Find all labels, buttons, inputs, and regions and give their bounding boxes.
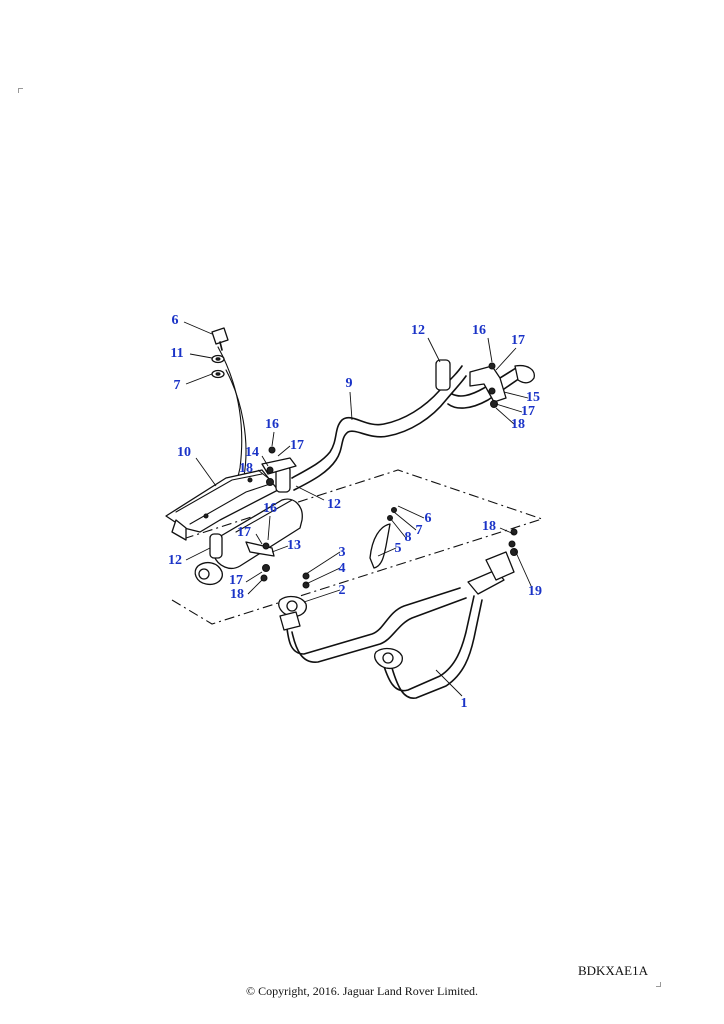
callout-5: 5	[395, 541, 402, 556]
callout-17: 17	[511, 333, 525, 348]
callout-9: 9	[346, 376, 353, 391]
bolt-16-rear	[488, 362, 496, 370]
rear-mounting-bracket-15	[469, 365, 507, 403]
callout-6: 6	[172, 313, 179, 328]
callout-12: 12	[411, 323, 425, 338]
rear-tail-section	[435, 359, 535, 409]
callout-16: 16	[263, 501, 277, 516]
callout-1: 1	[461, 696, 468, 711]
front-pipe-1	[278, 548, 518, 699]
callout-12: 12	[168, 553, 182, 568]
callout-15: 15	[526, 390, 540, 405]
front-silencer	[194, 498, 303, 586]
callout-16: 16	[472, 323, 486, 338]
callout-14: 14	[245, 445, 259, 460]
callout-12: 12	[327, 497, 341, 512]
illustration-reference-code: BDKXAE1A	[577, 963, 648, 978]
fixings-6-11-7	[211, 327, 229, 379]
callout-3: 3	[339, 545, 346, 560]
rubber-mount-12-front	[209, 533, 223, 559]
heat-shield-10	[165, 469, 279, 541]
callout-10: 10	[177, 445, 191, 460]
callout-7: 7	[174, 378, 181, 393]
callout-18: 18	[511, 417, 525, 432]
callout-17: 17	[237, 525, 251, 540]
callout-18: 18	[239, 461, 253, 476]
callout-17: 17	[290, 438, 304, 453]
crop-mark-top-left	[18, 88, 23, 93]
rubber-mount-12-rear	[435, 359, 451, 391]
callout-2: 2	[339, 583, 346, 598]
crop-mark-bottom-right	[656, 982, 661, 987]
callout-6: 6	[425, 511, 432, 526]
callout-11: 11	[170, 346, 183, 361]
callout-7: 7	[416, 523, 423, 538]
callout-19: 19	[528, 584, 542, 599]
copyright-notice: © Copyright, 2016. Jaguar Land Rover Lim…	[245, 984, 479, 998]
callout-17: 17	[229, 573, 243, 588]
callout-17: 17	[521, 404, 535, 419]
callout-13: 13	[287, 538, 301, 553]
callout-8: 8	[405, 530, 412, 545]
callout-16: 16	[265, 417, 279, 432]
leader-lines	[183, 321, 533, 697]
callout-18: 18	[482, 519, 496, 534]
callout-4: 4	[339, 561, 346, 576]
heat-deflector-bracket-5	[369, 523, 391, 569]
center-mounting-bracket-14	[261, 446, 297, 493]
callout-18: 18	[230, 587, 244, 602]
